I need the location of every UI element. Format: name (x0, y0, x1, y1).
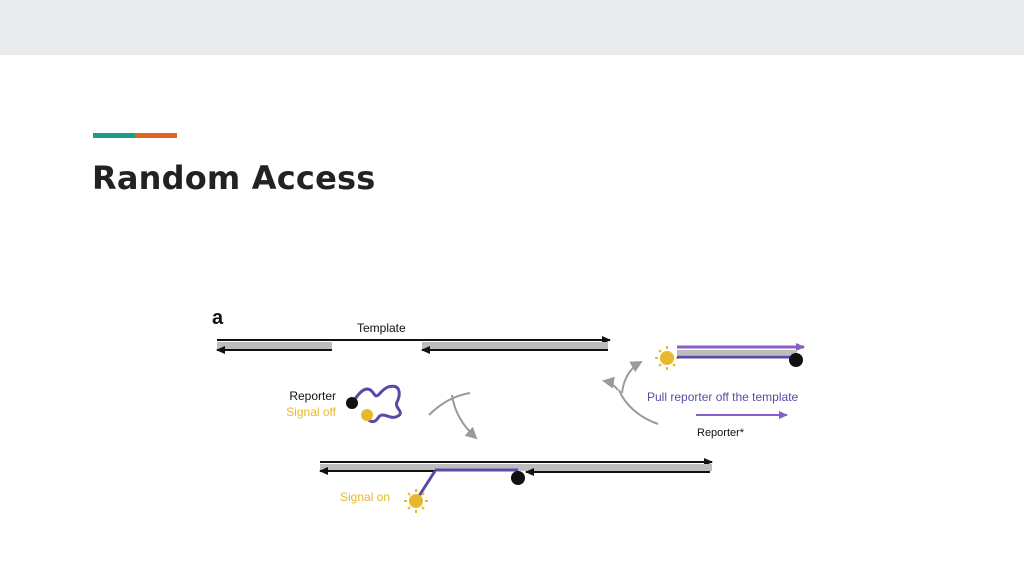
signal-off-label: Signal off (286, 405, 336, 419)
flow-arrow-left (428, 392, 478, 440)
bound-template-duplex (319, 458, 713, 513)
reporter-hairpin (346, 384, 402, 424)
quencher-released (789, 353, 803, 367)
flow-arrow-right (602, 361, 659, 425)
fluorophore-released (660, 351, 674, 365)
slide: Random Access a Template (0, 55, 1024, 576)
template-duplex (216, 336, 611, 354)
slide-title: Random Access (92, 159, 376, 197)
accent-teal (93, 133, 135, 138)
reporter-label: Reporter (289, 389, 336, 403)
template-fill-right (422, 342, 608, 349)
pull-reporter-label: Pull reporter off the template (647, 390, 799, 404)
title-accent-bar (93, 133, 177, 138)
fluorophore-on (409, 494, 423, 508)
figure-svg: a Template Reporter Signal off (212, 307, 805, 513)
bound-reporter-tail (417, 470, 437, 497)
reporter-strand (350, 384, 402, 424)
released-duplex-fill (677, 350, 797, 355)
top-bar (0, 0, 1024, 55)
reporter-star-label: Reporter* (697, 427, 745, 439)
accent-orange (135, 133, 177, 138)
fluorophore-off (361, 409, 373, 421)
quencher-dot (346, 397, 358, 409)
quencher-bound (511, 471, 525, 485)
bound-duplex-fill (320, 464, 712, 471)
panel-label: a (212, 307, 224, 329)
signal-on-rays (404, 489, 428, 513)
signal-on-label: Signal on (340, 490, 390, 504)
random-access-figure: a Template Reporter Signal off (200, 250, 840, 530)
template-fill-left (217, 342, 332, 349)
template-label: Template (357, 321, 406, 335)
released-reporter-duplex (655, 343, 805, 370)
